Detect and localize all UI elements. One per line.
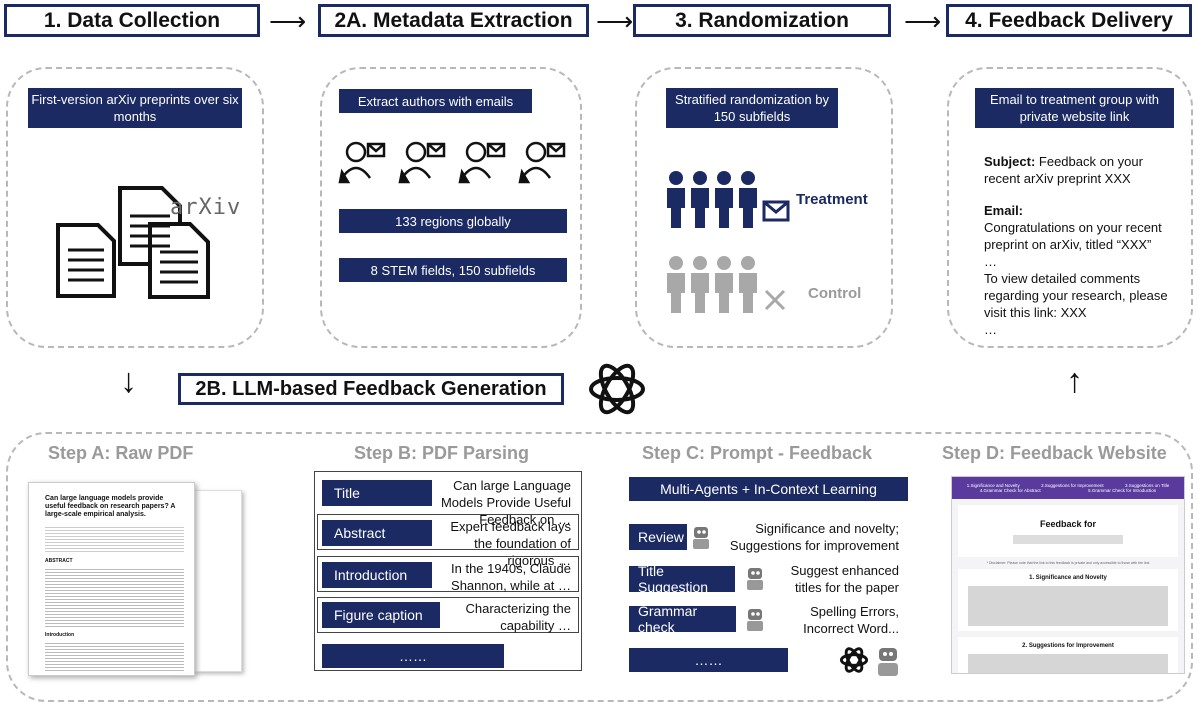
openai-logo-icon — [589, 363, 645, 415]
parse-label-figure-caption: Figure caption — [322, 602, 440, 628]
prompt-label-grammar: Grammar check — [629, 603, 736, 635]
delivery-box: Email to treatment group with private we… — [975, 88, 1174, 128]
email-line1: Congratulations on your recent preprint … — [984, 220, 1162, 252]
prompt-header: Multi-Agents + In-Context Learning — [629, 477, 908, 501]
website-tabs: 1.Significance and Novelty 2.Suggestions… — [952, 477, 1184, 499]
step-a-title: Step A: Raw PDF — [48, 443, 194, 463]
panel-data-collection — [6, 67, 264, 348]
website-disclaimer: * Disclaimer: Please note that the link … — [986, 561, 1150, 565]
parsing-frame — [314, 471, 582, 671]
email-preview: Subject: Feedback on your recent arXiv p… — [984, 153, 1174, 338]
website-tab[interactable]: 5.Grammar Check for Introduction — [1088, 488, 1157, 493]
arrow-right-icon: ⟶ — [904, 6, 942, 36]
prompt-more: …… — [629, 648, 788, 672]
panel-feedback-delivery — [947, 67, 1193, 348]
control-label: Control — [808, 285, 862, 302]
website-header-card: Feedback for — [958, 505, 1178, 557]
step-b-title: Step B: PDF Parsing — [354, 443, 530, 463]
parse-value-introduction: In the 1940s, Claude Shannon, while at … — [451, 561, 571, 593]
email-ellipsis: … — [984, 322, 997, 337]
arrow-right-icon: ⟶ — [596, 6, 634, 36]
pdf-page-front: Can large language models provide useful… — [28, 482, 195, 676]
arxiv-logo: arXiv — [170, 195, 242, 220]
parse-label-title: Title — [322, 480, 432, 506]
pdf-title: Can large language models provide useful… — [45, 495, 176, 518]
panel-metadata-extraction — [320, 67, 582, 348]
parse-value-title: Can large Language Models Provide Useful… — [440, 478, 571, 527]
email-line2: To view detailed comments regarding your… — [984, 271, 1168, 320]
website-section1-title: 1. Significance and Novelty — [1029, 575, 1107, 581]
parse-label-introduction: Introduction — [322, 562, 432, 588]
website-section-card: 1. Significance and Novelty — [958, 569, 1178, 631]
collection-box: First-version arXiv preprints over six m… — [28, 88, 242, 128]
feedback-website-mock: 1.Significance and Novelty 2.Suggestions… — [951, 476, 1185, 674]
parse-row — [317, 556, 579, 592]
treatment-label: Treatment — [796, 191, 868, 208]
header-metadata-extraction: 2A. Metadata Extraction — [318, 4, 589, 37]
robot-icon — [747, 609, 763, 631]
documents-icon — [56, 186, 210, 299]
website-paper-title-placeholder — [1013, 535, 1123, 544]
header-feedback-delivery: 4. Feedback Delivery — [946, 4, 1192, 37]
regions-box: 133 regions globally — [339, 209, 567, 233]
email-ellipsis: … — [984, 254, 997, 269]
prompt-value-review: Significance and novelty; Suggestions fo… — [729, 521, 899, 553]
website-tab[interactable]: 2.Suggestions for Improvement — [1041, 483, 1104, 488]
arrow-down-icon: ↓ — [120, 362, 137, 400]
parse-value-figure-caption: Characterizing the capability … — [465, 601, 572, 633]
robot-icon — [878, 648, 898, 676]
header-data-collection: 1. Data Collection — [4, 4, 260, 37]
treatment-group-icon — [667, 171, 790, 228]
pdf-abstract-text — [45, 567, 184, 627]
pdf-intro-text — [45, 641, 184, 671]
parse-row — [317, 597, 579, 633]
randomization-box: Stratified randomization by 150 subfield… — [666, 88, 838, 128]
openai-logo-icon — [839, 647, 869, 673]
pdf-abstract-heading: ABSTRACT — [45, 558, 73, 564]
robot-icon — [747, 568, 763, 590]
website-section-card: 2. Suggestions for Improvement — [958, 637, 1178, 673]
website-tab[interactable]: 3.Suggestions on Title — [1125, 483, 1170, 488]
arrow-up-icon: ↑ — [1066, 362, 1083, 400]
prompt-value-grammar: Spelling Errors, Incorrect Word... — [803, 604, 899, 636]
website-section1-content — [968, 586, 1168, 626]
robot-icon — [693, 527, 709, 549]
header-randomization: 3. Randomization — [633, 4, 891, 37]
website-section2-title: 2. Suggestions for Improvement — [1022, 643, 1114, 649]
author-email-icons — [338, 141, 566, 184]
website-tab[interactable]: 1.Significance and Novelty — [966, 483, 1020, 488]
website-tab[interactable]: 4.Grammar Check for Abstract — [979, 488, 1041, 493]
fields-box: 8 STEM fields, 150 subfields — [339, 258, 567, 282]
control-group-icon — [667, 256, 786, 313]
website-heading: Feedback for — [1039, 519, 1097, 529]
panel-randomization — [635, 67, 893, 348]
parse-more: …… — [322, 644, 504, 668]
header-feedback-generation: 2B. LLM-based Feedback Generation — [178, 373, 564, 405]
prompt-label-review: Review — [629, 524, 687, 550]
website-section2-content — [968, 654, 1168, 673]
prompt-label-title: Title Suggestion — [629, 563, 735, 595]
email-label: Email: — [984, 203, 1024, 218]
prompt-value-title: Suggest enhanced titles for the paper — [790, 563, 899, 595]
email-subject: Subject: Feedback on your recent arXiv p… — [984, 154, 1143, 186]
step-c-title: Step C: Prompt - Feedback — [642, 443, 873, 463]
arrow-right-icon: ⟶ — [269, 6, 307, 36]
extraction-box: Extract authors with emails — [339, 89, 532, 113]
step-d-title: Step D: Feedback Website — [942, 443, 1167, 463]
parse-row — [317, 514, 579, 550]
parse-label-abstract: Abstract — [322, 520, 432, 546]
pdf-authors — [45, 525, 184, 553]
pdf-intro-heading: Introduction — [45, 632, 75, 638]
